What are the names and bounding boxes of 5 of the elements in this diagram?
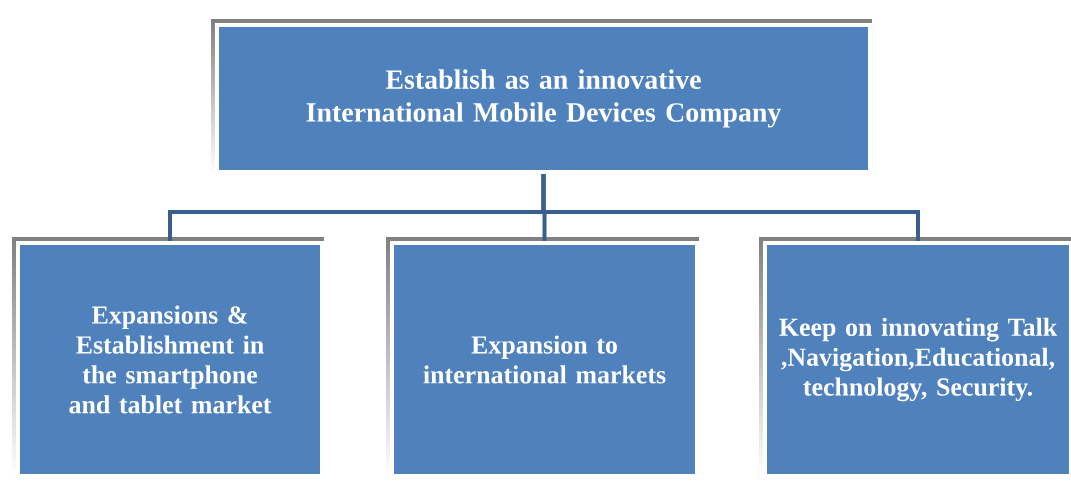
- connector: [541, 174, 920, 241]
- process-box: Expansion to international markets: [386, 237, 699, 478]
- process-box: Keep on innovating Talk ,Navigation,Educational,technology, Security.: [759, 237, 1071, 478]
- process-box: Establish as an innovative International Mobile Devices Company: [211, 19, 872, 174]
- process-box: Expansions & Establishment in the smartphone and tablet market: [12, 237, 324, 478]
